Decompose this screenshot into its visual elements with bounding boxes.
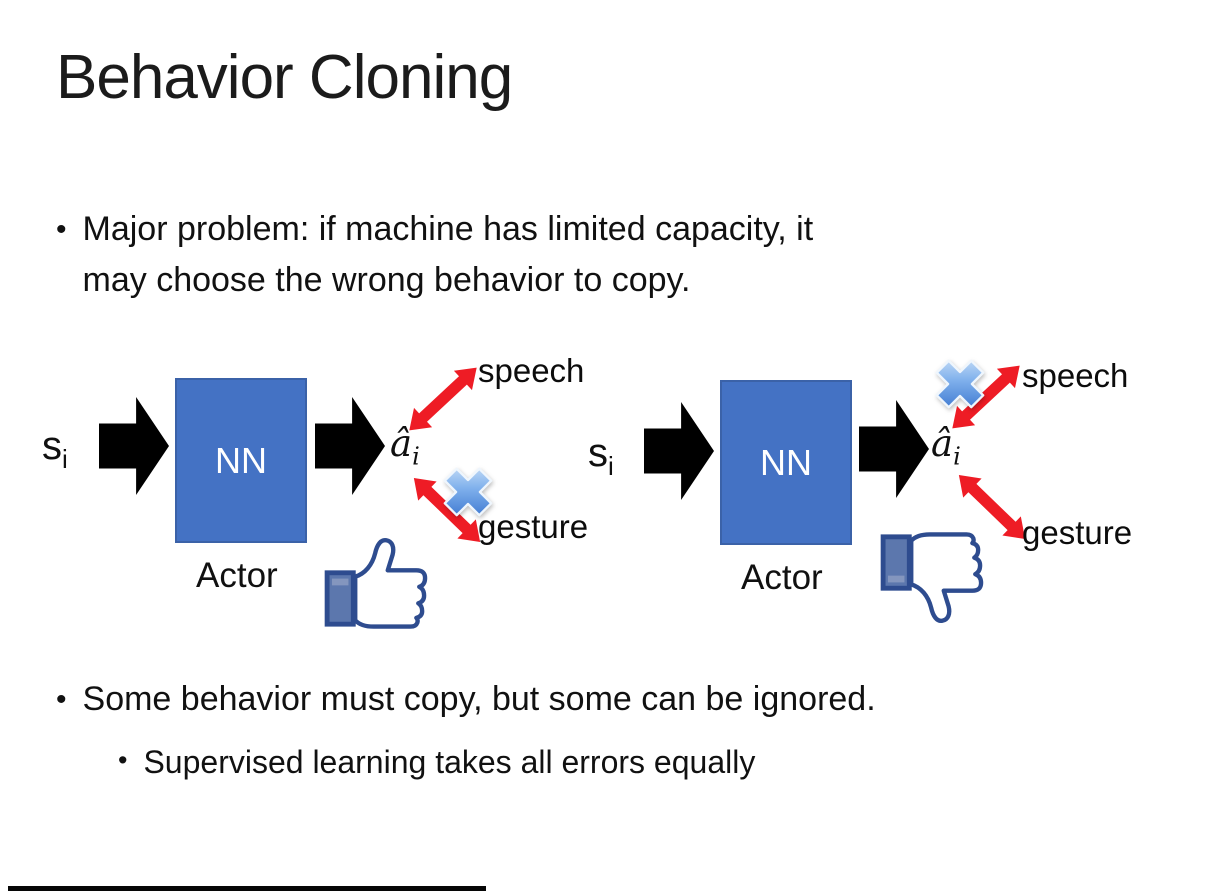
right-output-arrow-icon <box>859 400 929 498</box>
left-nn-label: NN <box>215 439 267 481</box>
bullet-marker: • <box>56 213 67 246</box>
left-output-arrow-icon <box>315 397 385 495</box>
right-speech-double-arrow-icon <box>941 354 1030 440</box>
bullet-line-2: may choose the wrong behavior to copy. <box>82 261 691 299</box>
right-nn-label: NN <box>760 441 812 483</box>
slide-title: Behavior Cloning <box>56 43 513 112</box>
left-nn-box: NN <box>175 378 307 543</box>
thumbs-up-icon <box>323 533 435 630</box>
left-input-arrow-icon <box>99 397 169 495</box>
right-input-state-label: si <box>588 431 614 481</box>
thumbs-down-icon <box>879 531 991 628</box>
right-gesture-double-arrow-icon <box>948 464 1036 551</box>
left-action-label: âi <box>390 422 420 471</box>
right-actor-label: Actor <box>741 558 823 597</box>
right-action-label: âi <box>931 422 961 471</box>
bullet-line-1: Major problem: if machine has limited ca… <box>82 210 814 248</box>
right-input-arrow-icon <box>644 402 714 500</box>
left-actor-label: Actor <box>196 556 278 595</box>
left-speech-label: speech <box>478 352 585 389</box>
bullet-major-problem: • Major problem: if machine has limited … <box>56 204 1116 306</box>
bullet-some-behavior: • Some behavior must copy, but some can … <box>56 674 1176 725</box>
right-nn-box: NN <box>720 380 852 545</box>
left-cross-x-icon <box>438 462 498 522</box>
video-progress-bar[interactable] <box>8 886 486 891</box>
bullet-marker: • <box>56 683 67 716</box>
left-input-state-label: si <box>42 424 68 474</box>
bullet-text: Supervised learning takes all errors equ… <box>143 744 756 780</box>
left-speech-double-arrow-icon <box>398 356 487 442</box>
bullet-text: Major problem: if machine has limited ca… <box>83 204 814 306</box>
bullet-text: Some behavior must copy, but some can be… <box>82 680 876 718</box>
right-speech-label: speech <box>1022 357 1129 394</box>
bullet-marker: • <box>118 745 128 775</box>
left-gesture-double-arrow-icon <box>403 467 491 554</box>
right-cross-x-icon <box>930 354 990 414</box>
bullet-supervised-learning: • Supervised learning takes all errors e… <box>118 738 1118 786</box>
right-gesture-label: gesture <box>1022 514 1133 551</box>
left-gesture-label: gesture <box>478 508 589 545</box>
